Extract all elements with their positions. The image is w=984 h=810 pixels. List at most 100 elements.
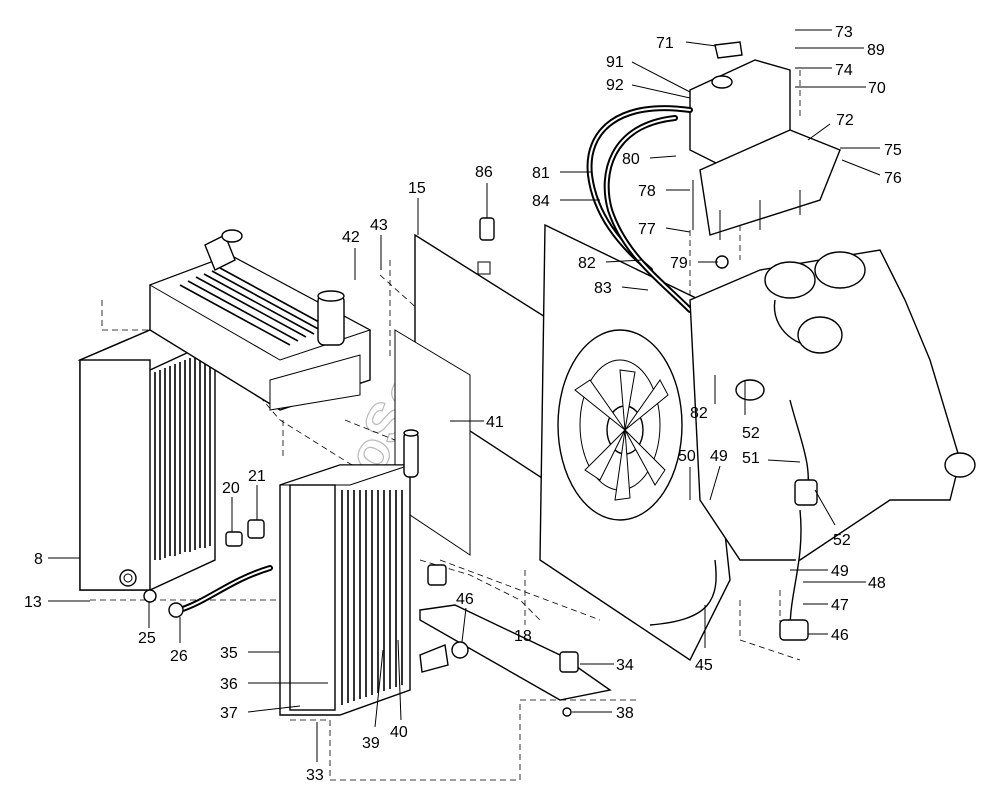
callout-33: 33 [306, 722, 324, 784]
callout-70: 70 [795, 80, 886, 97]
callout-26: 26 [170, 617, 188, 665]
svg-text:49: 49 [831, 563, 849, 580]
callout-72: 72 [807, 112, 854, 141]
svg-text:34: 34 [616, 657, 634, 674]
svg-text:70: 70 [868, 80, 886, 97]
svg-text:42: 42 [342, 229, 360, 246]
svg-text:45: 45 [695, 657, 713, 674]
callout-34: 34 [580, 657, 634, 674]
svg-text:78: 78 [638, 183, 656, 200]
side-panel [394, 233, 551, 556]
svg-text:46: 46 [831, 627, 849, 644]
svg-text:84: 84 [532, 193, 550, 210]
callout-76: 76 [841, 159, 902, 187]
callout-79: 79 [670, 255, 718, 272]
callout-82b: 82 [690, 375, 716, 422]
svg-text:13: 13 [24, 594, 42, 611]
svg-text:91: 91 [606, 54, 624, 71]
radiator-hose [168, 565, 273, 618]
fittings [143, 519, 265, 603]
svg-text:71: 71 [656, 35, 674, 52]
svg-text:41: 41 [486, 414, 504, 431]
callout-89: 89 [795, 42, 885, 59]
svg-text:52: 52 [742, 425, 760, 442]
callout-8: 8 [34, 551, 80, 568]
callout-15: 15 [408, 180, 426, 235]
callout-45: 45 [695, 605, 713, 674]
svg-text:89: 89 [867, 42, 885, 59]
svg-text:26: 26 [170, 648, 188, 665]
callout-40: 40 [390, 639, 408, 741]
svg-text:74: 74 [835, 62, 853, 79]
callout-39: 39 [362, 649, 384, 752]
svg-text:83: 83 [594, 280, 612, 297]
callout-92: 92 [606, 77, 691, 99]
svg-text:39: 39 [362, 735, 380, 752]
svg-text:20: 20 [222, 480, 240, 497]
callout-labels: 8 13 15 18 20 21 25 26 33 34 35 36 37 38… [24, 24, 902, 784]
svg-text:48: 48 [868, 575, 886, 592]
callout-46b: 46 [808, 627, 849, 644]
svg-text:18: 18 [514, 628, 532, 645]
svg-text:36: 36 [220, 676, 238, 693]
callout-36: 36 [220, 676, 328, 693]
svg-text:82: 82 [578, 255, 596, 272]
svg-text:76: 76 [884, 170, 902, 187]
callout-81: 81 [532, 165, 592, 182]
callout-91: 91 [606, 54, 691, 93]
svg-text:25: 25 [138, 630, 156, 647]
svg-text:79: 79 [670, 255, 688, 272]
callout-78: 78 [638, 183, 690, 200]
callout-74: 74 [795, 62, 853, 79]
radiator-front [279, 429, 449, 716]
callout-82a: 82 [578, 255, 643, 272]
callout-37: 37 [220, 705, 301, 722]
callout-21: 21 [248, 468, 266, 520]
svg-text:8: 8 [34, 551, 43, 568]
svg-text:72: 72 [836, 112, 854, 129]
callout-18: 18 [514, 628, 532, 645]
callout-73: 73 [795, 24, 853, 41]
callout-13: 13 [24, 594, 90, 611]
svg-text:37: 37 [220, 705, 238, 722]
callout-80: 80 [622, 151, 677, 168]
callout-84: 84 [532, 193, 600, 210]
callout-83: 83 [594, 280, 649, 297]
svg-text:35: 35 [220, 645, 238, 662]
callout-20: 20 [222, 480, 240, 532]
svg-text:38: 38 [616, 705, 634, 722]
svg-text:47: 47 [831, 597, 849, 614]
callout-71: 71 [656, 35, 717, 52]
callout-77: 77 [638, 221, 691, 238]
callout-75: 75 [840, 142, 902, 159]
svg-text:81: 81 [532, 165, 550, 182]
svg-text:33: 33 [306, 767, 324, 784]
charge-air-cooler [148, 229, 372, 411]
fan-shroud [539, 223, 731, 662]
svg-text:40: 40 [390, 724, 408, 741]
svg-text:80: 80 [622, 151, 640, 168]
small-parts [427, 180, 729, 717]
svg-text:21: 21 [248, 468, 266, 485]
callout-43: 43 [370, 217, 388, 270]
svg-text:92: 92 [606, 77, 624, 94]
engine [649, 249, 976, 641]
radiator-rear [77, 329, 218, 591]
callout-48: 48 [803, 575, 886, 592]
svg-text:82: 82 [690, 405, 708, 422]
svg-text:77: 77 [638, 221, 656, 238]
callout-47: 47 [803, 597, 849, 614]
callout-41: 41 [450, 414, 504, 431]
tank-hoses [586, 105, 693, 313]
mounting-bracket [419, 604, 612, 701]
expansion-tank [689, 41, 841, 240]
svg-text:86: 86 [475, 164, 493, 181]
svg-text:43: 43 [370, 217, 388, 234]
svg-text:49: 49 [710, 448, 728, 465]
svg-text:50: 50 [678, 448, 696, 465]
callout-86: 86 [475, 164, 493, 218]
svg-text:52: 52 [833, 532, 851, 549]
svg-text:51: 51 [742, 450, 760, 467]
svg-text:15: 15 [408, 180, 426, 197]
